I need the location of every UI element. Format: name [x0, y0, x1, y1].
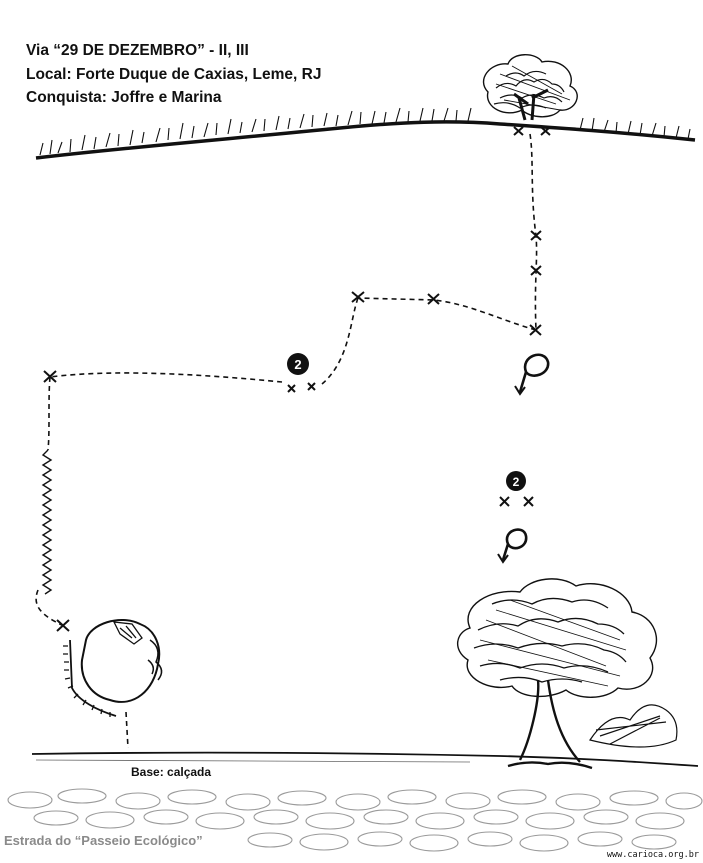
route-location: Local: Forte Duque de Caxias, Leme, RJ — [26, 66, 322, 83]
bolt-x-icon — [540, 126, 551, 136]
belay-number-right: 2 — [513, 475, 520, 489]
bolt-x-icon — [351, 291, 365, 303]
belay-number-left: 2 — [294, 357, 301, 372]
route-line — [35, 133, 538, 749]
road-label: Estrada do “Passeio Ecológico” — [4, 833, 203, 848]
bolt-x-icon — [530, 265, 542, 276]
bolts — [43, 126, 551, 632]
bolt-x-icon — [307, 382, 316, 391]
cobblestone-road — [7, 788, 703, 852]
rappel-ring-icon — [514, 353, 550, 396]
route-first-ascent: Conquista: Joffre e Marina — [26, 89, 222, 106]
summit-ridge — [35, 107, 696, 160]
route-title: Via “29 DE DEZEMBRO” - II, III — [26, 42, 249, 59]
base-tree-icon — [457, 578, 678, 770]
bolt-x-icon — [523, 496, 534, 507]
ground-line — [31, 751, 699, 767]
bolt-x-icon — [56, 619, 70, 632]
crack-section — [41, 449, 53, 595]
bolt-x-icon — [427, 293, 440, 305]
bolt-x-icon — [529, 324, 542, 336]
bolt-x-icon — [499, 496, 510, 507]
rappel-ring-icon — [497, 528, 528, 564]
belay-station-icon: 2 — [287, 353, 309, 375]
belay-station-icon: 2 — [506, 471, 526, 491]
base-label: Base: calçada — [131, 765, 212, 779]
source-credit: www.carioca.org.br — [606, 850, 699, 860]
bolt-x-icon — [530, 230, 542, 241]
boulder-icon — [63, 619, 163, 717]
bolt-x-icon — [513, 126, 524, 136]
bolt-x-icon — [287, 384, 296, 393]
summit-tree-icon — [482, 54, 578, 121]
bolt-x-icon — [43, 370, 57, 383]
